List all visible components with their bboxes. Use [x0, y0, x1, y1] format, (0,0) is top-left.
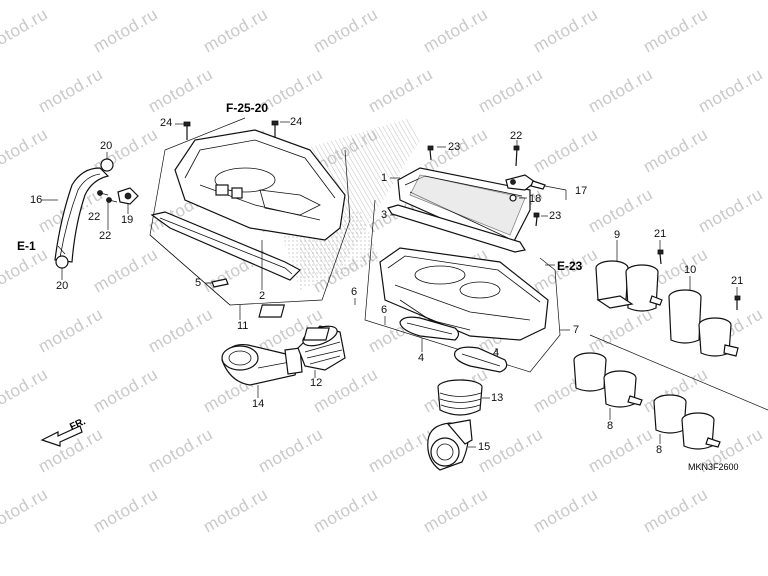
callout-18: 18	[529, 193, 542, 205]
air-cleaner-cover	[174, 129, 346, 241]
callout-15: 15	[478, 441, 491, 453]
callout-16: 16	[30, 194, 43, 206]
funnel-set-10	[668, 289, 739, 357]
callout-23: 23	[448, 141, 461, 153]
breather-hose	[54, 167, 110, 263]
bolt-21-a	[657, 249, 664, 265]
callout-4: 4	[493, 347, 500, 359]
bolt-22-top	[513, 145, 520, 167]
funnel-set-9	[595, 260, 663, 312]
bolt-23-right	[533, 212, 540, 227]
callout-6: 6	[351, 286, 358, 298]
callout-22: 22	[88, 211, 101, 223]
callout-4: 4	[418, 352, 425, 364]
callout-22: 22	[99, 230, 112, 242]
intake-duct-14	[221, 343, 303, 386]
screw-5	[211, 278, 229, 288]
pad-6-lower	[303, 327, 330, 341]
o-ring-18	[509, 194, 517, 202]
intake-duct-15	[427, 419, 473, 471]
leader-lines	[42, 121, 738, 448]
callout-6: 6	[381, 304, 388, 316]
air-cleaner-case	[379, 247, 549, 341]
screw-22-a	[97, 190, 109, 196]
diagram-code: MKN3F2600	[688, 462, 739, 472]
reference-f-25-20[interactable]: F-25-20	[226, 101, 269, 115]
callout-17: 17	[575, 185, 588, 197]
bolt-24-left	[183, 121, 191, 140]
clamp-20-lower	[55, 255, 69, 269]
cover-gasket	[150, 211, 301, 281]
callout-14: 14	[252, 398, 265, 410]
callout-3: 3	[381, 209, 388, 221]
callout-8: 8	[607, 420, 614, 432]
callout-13: 13	[491, 392, 504, 404]
callout-8: 8	[656, 444, 663, 456]
group-7-outline	[364, 199, 561, 373]
reference-e-1[interactable]: E-1	[17, 239, 36, 253]
callout-11: 11	[237, 320, 249, 332]
callout-23: 23	[549, 210, 562, 222]
clamp-20-upper	[100, 158, 114, 172]
callout-12: 12	[310, 377, 323, 389]
callout-24: 24	[290, 116, 303, 128]
callout-20: 20	[100, 140, 113, 152]
sensor-assembly-17	[505, 174, 546, 191]
funnel-set-8-right	[653, 394, 721, 450]
callout-10: 10	[684, 264, 697, 276]
bolt-23-top	[427, 145, 434, 161]
breather-fitting-19	[117, 187, 139, 205]
callout-19: 19	[121, 214, 134, 226]
filter-seal-3	[387, 204, 526, 253]
rubber-boot-13	[437, 379, 483, 416]
callout-22: 22	[510, 130, 523, 142]
callout-20: 20	[56, 280, 69, 292]
callout-24: 24	[160, 117, 173, 129]
bolt-21-b	[734, 295, 741, 310]
bolt-24-right	[271, 120, 279, 138]
callout-7: 7	[573, 324, 580, 336]
pad-6-upper	[258, 304, 286, 318]
callout-1: 1	[381, 172, 388, 184]
callout-5: 5	[195, 277, 202, 289]
callout-21: 21	[731, 275, 744, 287]
callout-2: 2	[259, 290, 266, 302]
callout-21: 21	[654, 228, 667, 240]
filter-element-1	[397, 167, 531, 246]
reference-e-23[interactable]: E-23	[557, 259, 583, 273]
front-arrow	[40, 425, 83, 447]
funnel-set-8-left	[573, 352, 643, 408]
callout-9: 9	[614, 229, 621, 241]
